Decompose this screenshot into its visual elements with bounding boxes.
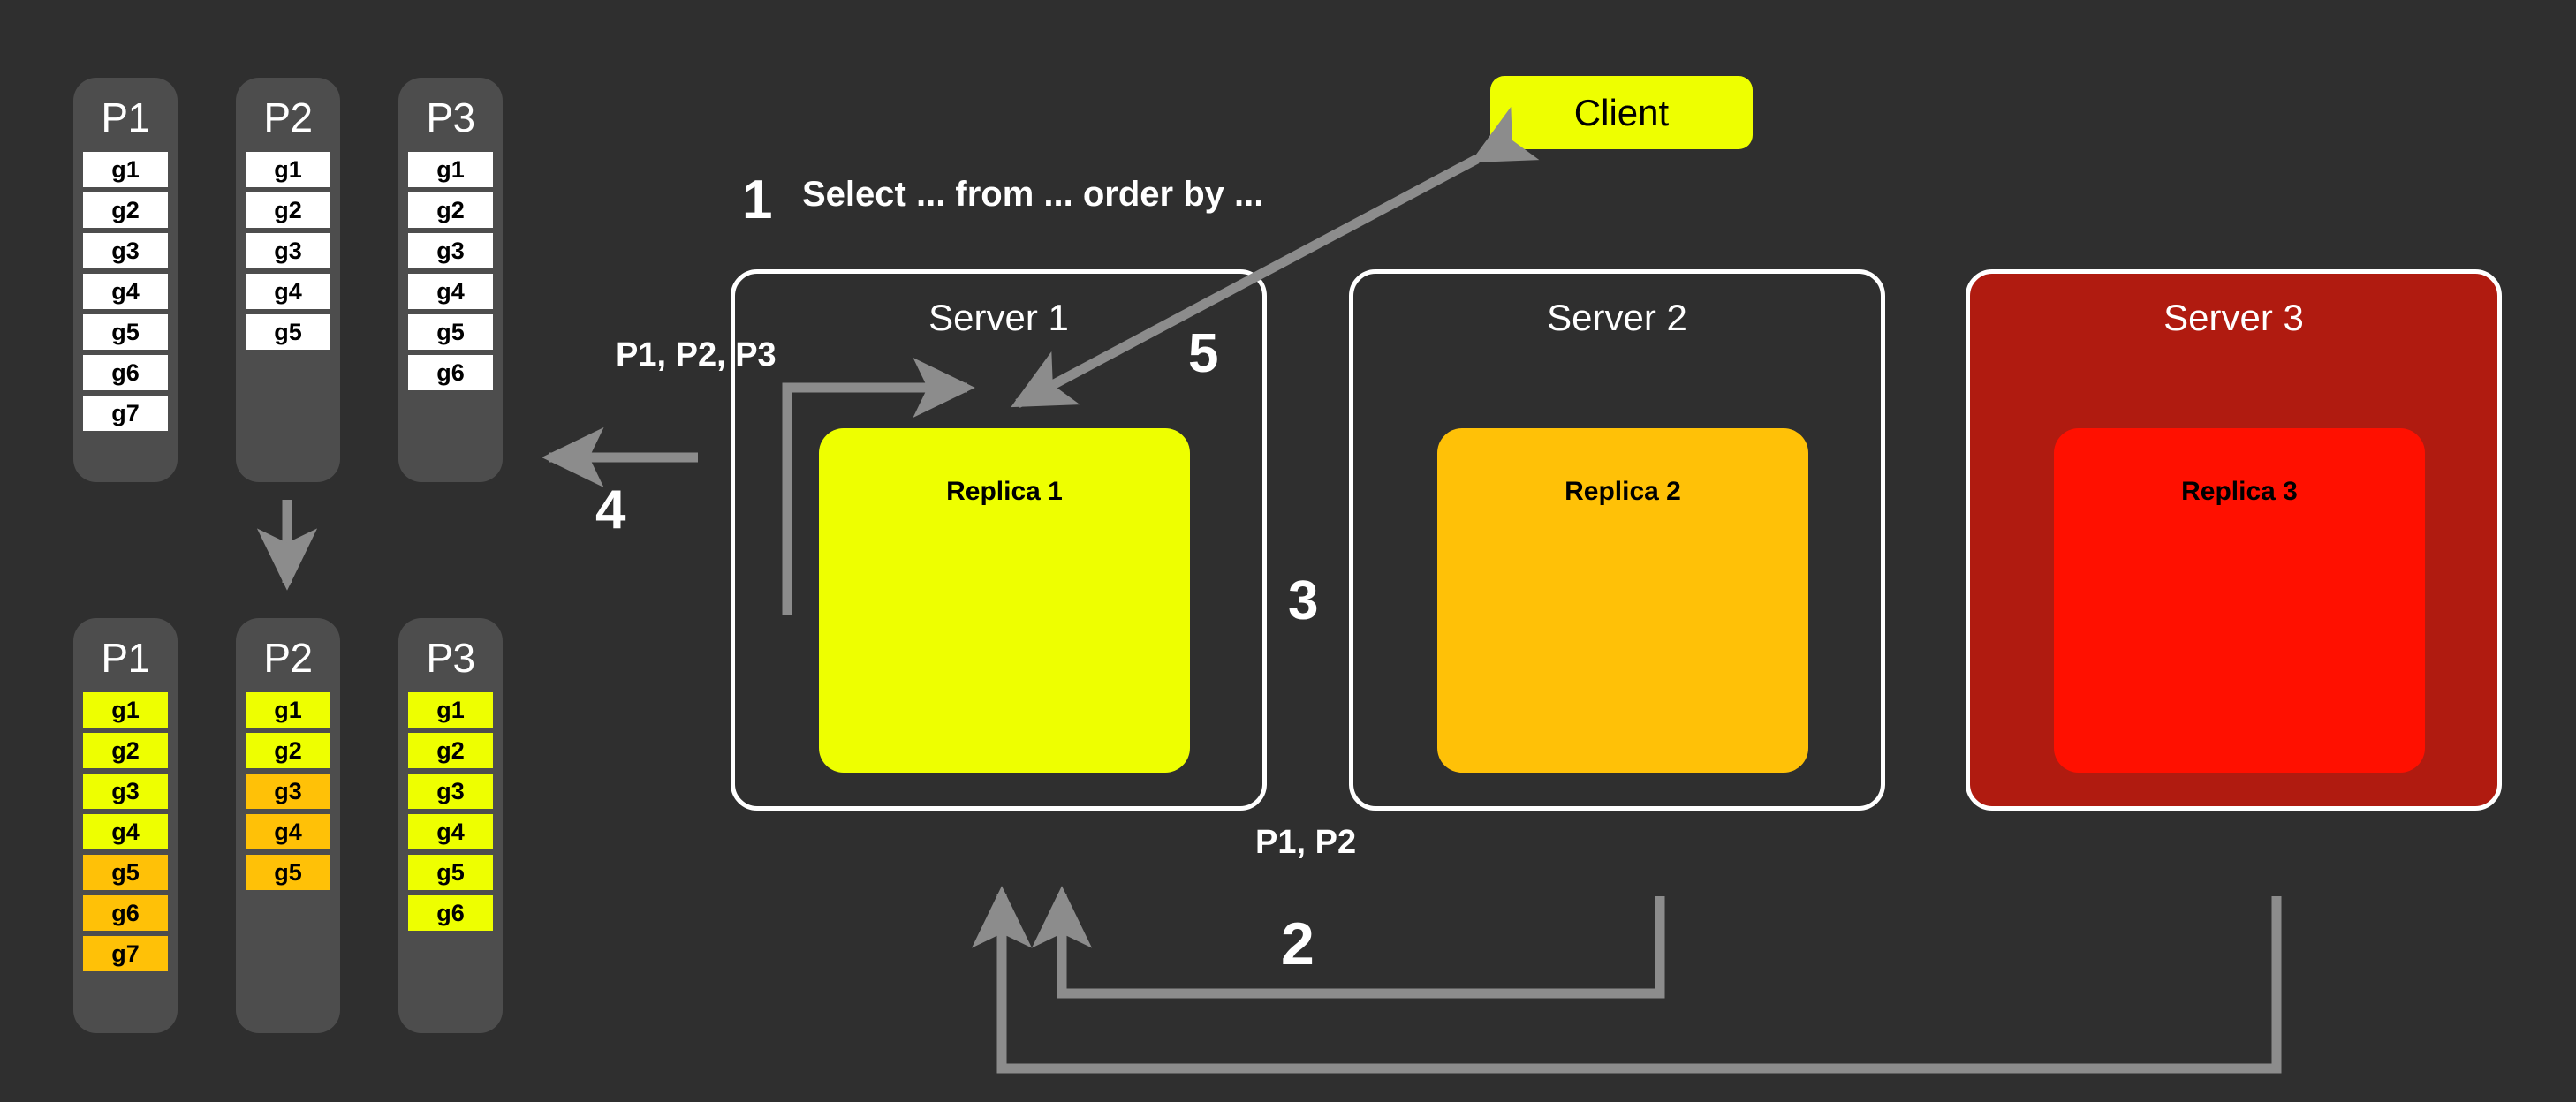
replica-label: Replica 1 [946, 477, 1063, 506]
partition-bottom-p2: P2 g1 g2 g3 g4 g5 [236, 618, 340, 1033]
replica-box-3[interactable]: Replica 3 [2054, 428, 2425, 773]
partition-cell: g2 [246, 733, 330, 768]
label-p1-p2: P1, P2 [1255, 824, 1357, 861]
server-title: Server 3 [2163, 297, 2304, 338]
client-box[interactable]: Client [1490, 76, 1753, 149]
step-number-5: 5 [1188, 323, 1219, 384]
partition-cell: g3 [408, 774, 493, 809]
partition-title: P1 [101, 635, 150, 681]
partition-cell: g5 [83, 855, 168, 890]
server-box-2: Server 2 Replica 2 [1349, 269, 1885, 811]
replica-box-1[interactable]: Replica 1 [819, 428, 1190, 773]
label-p1-p2-p3: P1, P2, P3 [616, 336, 777, 374]
partition-cell: g3 [83, 774, 168, 809]
partition-title: P3 [426, 635, 475, 681]
partition-cell: g5 [246, 314, 330, 350]
arrow-step-p1p2-server2-to-server1 [1031, 886, 1665, 999]
partition-cell: g3 [408, 233, 493, 268]
partition-cell: g2 [83, 192, 168, 228]
partition-cell: g6 [83, 355, 168, 390]
partition-bottom-p3: P3 g1 g2 g3 g4 g5 g6 [398, 618, 503, 1033]
partition-cell: g4 [246, 274, 330, 309]
query-label: Select ... from ... order by ... [802, 175, 1264, 214]
partition-top-p3: P3 g1 g2 g3 g4 g5 g6 [398, 78, 503, 482]
partition-cell: g4 [83, 274, 168, 309]
partition-cell: g6 [83, 895, 168, 931]
partition-title: P3 [426, 94, 475, 140]
partition-cell: g7 [83, 936, 168, 971]
partition-cell: g4 [408, 274, 493, 309]
partition-cell: g1 [246, 692, 330, 728]
partition-bottom-p1: P1 g1 g2 g3 g4 g5 g6 g7 [73, 618, 178, 1033]
partition-cell: g4 [408, 814, 493, 849]
partition-cell-list: g1 g2 g3 g4 g5 [236, 152, 340, 350]
replica-box-2[interactable]: Replica 2 [1437, 428, 1808, 773]
partition-cell-list: g1 g2 g3 g4 g5 g6 [398, 692, 503, 931]
partition-title: P2 [263, 94, 313, 140]
partition-cell: g1 [83, 152, 168, 187]
partition-cell: g5 [83, 314, 168, 350]
partition-cell: g1 [246, 152, 330, 187]
server-title: Server 2 [1547, 297, 1687, 338]
partition-cell: g3 [246, 774, 330, 809]
partition-cell-list: g1 g2 g3 g4 g5 g6 [398, 152, 503, 390]
step-number-1: 1 [742, 170, 773, 230]
server-box-3: Server 3 Replica 3 [1966, 269, 2502, 811]
partition-cell: g2 [246, 192, 330, 228]
partition-cell: g2 [408, 192, 493, 228]
partition-cell-list: g1 g2 g3 g4 g5 [236, 692, 340, 890]
partition-cell: g1 [408, 152, 493, 187]
partition-cell-list: g1 g2 g3 g4 g5 g6 g7 [73, 692, 178, 971]
partition-cell: g2 [83, 733, 168, 768]
partition-cell: g4 [83, 814, 168, 849]
partition-cell: g5 [246, 855, 330, 890]
client-label: Client [1573, 91, 1670, 133]
partition-cell: g6 [408, 895, 493, 931]
arrow-step2-server3-to-server1 [971, 886, 2282, 1074]
partition-top-p2: P2 g1 g2 g3 g4 g5 [236, 78, 340, 482]
replica-label: Replica 3 [2181, 477, 2298, 506]
partition-cell: g3 [246, 233, 330, 268]
partition-cell: g2 [408, 733, 493, 768]
server-box-1: Server 1 Replica 1 [731, 269, 1267, 811]
partition-cell: g1 [408, 692, 493, 728]
partition-cell: g3 [83, 233, 168, 268]
partition-top-p1: P1 g1 g2 g3 g4 g5 g6 g7 [73, 78, 178, 482]
partition-cell: g1 [83, 692, 168, 728]
step-number-2: 2 [1281, 910, 1315, 977]
partition-title: P1 [101, 94, 150, 140]
step-number-3: 3 [1288, 570, 1319, 631]
partition-cell: g7 [83, 396, 168, 431]
server-title: Server 1 [928, 297, 1069, 338]
partition-cell: g6 [408, 355, 493, 390]
partition-cell-list: g1 g2 g3 g4 g5 g6 g7 [73, 152, 178, 431]
partition-cell: g4 [246, 814, 330, 849]
partition-cell: g5 [408, 314, 493, 350]
step-number-4: 4 [595, 479, 626, 540]
replica-label: Replica 2 [1565, 477, 1681, 506]
partition-title: P2 [263, 635, 313, 681]
partition-cell: g5 [408, 855, 493, 890]
